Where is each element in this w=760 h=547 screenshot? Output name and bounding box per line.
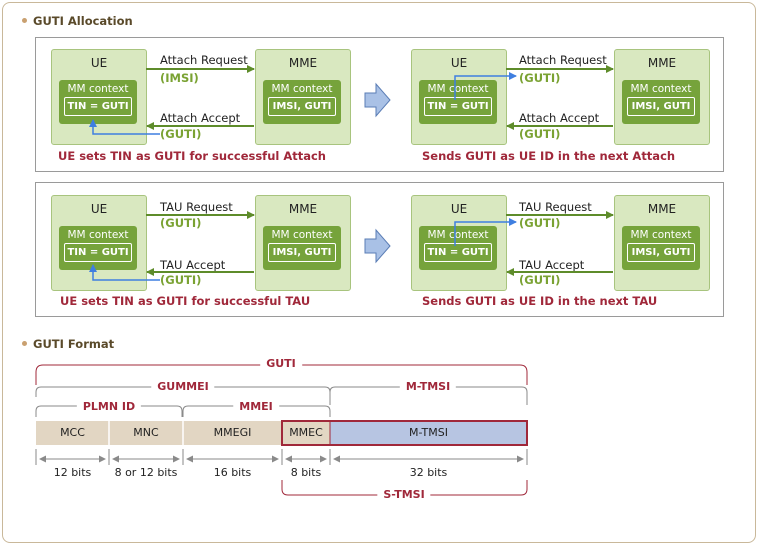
mmec-field: MMEC [282, 421, 330, 445]
s-tmsi-outline [281, 420, 528, 446]
message-arrow [146, 65, 255, 130]
mm-context-box: MM context TIN = GUTI [419, 226, 497, 270]
tin-value: TIN = GUTI [64, 243, 132, 262]
update-arrow [89, 264, 160, 281]
mcc-bits: 12 bits [53, 466, 92, 479]
ue-node: UE MM context TIN = GUTI [411, 49, 507, 145]
id-arrow [454, 72, 517, 100]
bullet-icon [22, 341, 27, 346]
ue-node: UE MM context TIN = GUTI [51, 49, 147, 145]
attach-accept-label: Attach Accept [160, 111, 241, 125]
mnc-bits: 8 or 12 bits [114, 466, 178, 479]
update-arrow [89, 119, 160, 135]
mme-context-value: IMSI, GUTI [627, 97, 695, 116]
mme-context-value: IMSI, GUTI [268, 97, 336, 116]
attach-accept-label: Attach Accept [519, 111, 600, 125]
plmn-id-label: PLMN ID [76, 400, 142, 413]
gummei-label: GUMMEI [151, 380, 215, 393]
mme-context-value: IMSI, GUTI [627, 243, 695, 262]
mnc-field: MNC [109, 421, 183, 445]
m-tmsi-top-label: M-TMSI [399, 380, 457, 393]
id-arrow [454, 218, 517, 246]
mme-node: MME MM context IMSI, GUTI [255, 49, 351, 145]
mme-node: MME MM context IMSI, GUTI [255, 195, 351, 291]
tau-request-label: TAU Request [160, 200, 233, 214]
tin-value: TIN = GUTI [64, 97, 132, 116]
mm-context-box: MM context TIN = GUTI [59, 226, 137, 270]
mme-context-value: IMSI, GUTI [268, 243, 336, 262]
tin-value: TIN = GUTI [424, 243, 492, 262]
message-param: (GUTI) [519, 216, 561, 230]
mm-context-box: MM context TIN = GUTI [59, 80, 137, 124]
attach-left-caption: UE sets TIN as GUTI for successful Attac… [58, 149, 326, 163]
message-arrow [506, 65, 614, 130]
tau-right-caption: Sends GUTI as UE ID in the next TAU [422, 294, 658, 308]
tau-accept-label: TAU Accept [160, 258, 226, 272]
m-tmsi-bits: 32 bits [409, 466, 448, 479]
allocation-section-title: GUTI Allocation [22, 14, 133, 28]
message-param: (GUTI) [160, 273, 202, 287]
s-tmsi-label: S-TMSI [377, 488, 431, 501]
attach-request-label: Attach Request [160, 53, 248, 67]
message-arrow [506, 211, 614, 276]
ue-node: UE MM context TIN = GUTI [51, 195, 147, 291]
mm-context-box: MM context TIN = GUTI [419, 80, 497, 124]
message-param: (IMSI) [160, 71, 199, 85]
tau-accept-label: TAU Accept [519, 258, 585, 272]
ue-node: UE MM context TIN = GUTI [411, 195, 507, 291]
next-step-arrow-icon [364, 82, 391, 118]
mmegi-bits: 16 bits [213, 466, 252, 479]
bullet-icon [22, 18, 27, 23]
next-step-arrow-icon [364, 228, 391, 264]
attach-right-caption: Sends GUTI as UE ID in the next Attach [422, 149, 676, 163]
tau-request-label: TAU Request [519, 200, 592, 214]
mme-node: MME MM context IMSI, GUTI [614, 49, 710, 145]
attach-request-label: Attach Request [519, 53, 607, 67]
tin-value: TIN = GUTI [424, 97, 492, 116]
message-param: (GUTI) [519, 273, 561, 287]
mm-context-box: MM context IMSI, GUTI [263, 80, 341, 124]
bit-length-markers [35, 449, 528, 465]
m-tmsi-field: M-TMSI [330, 421, 527, 445]
mcc-field: MCC [36, 421, 109, 445]
mm-context-box: MM context IMSI, GUTI [263, 226, 341, 270]
mmec-bits: 8 bits [290, 466, 322, 479]
message-arrow [146, 211, 255, 276]
mme-node: MME MM context IMSI, GUTI [614, 195, 710, 291]
message-param: (GUTI) [160, 216, 202, 230]
format-section-title: GUTI Format [22, 337, 114, 351]
message-param: (GUTI) [519, 71, 561, 85]
guti-label: GUTI [260, 357, 302, 370]
mmei-label: MMEI [233, 400, 279, 413]
mm-context-box: MM context IMSI, GUTI [622, 80, 700, 124]
message-param: (GUTI) [519, 127, 561, 141]
tau-left-caption: UE sets TIN as GUTI for successful TAU [60, 294, 311, 308]
message-param: (GUTI) [160, 127, 202, 141]
mmegi-field: MMEGI [183, 421, 282, 445]
mm-context-box: MM context IMSI, GUTI [622, 226, 700, 270]
